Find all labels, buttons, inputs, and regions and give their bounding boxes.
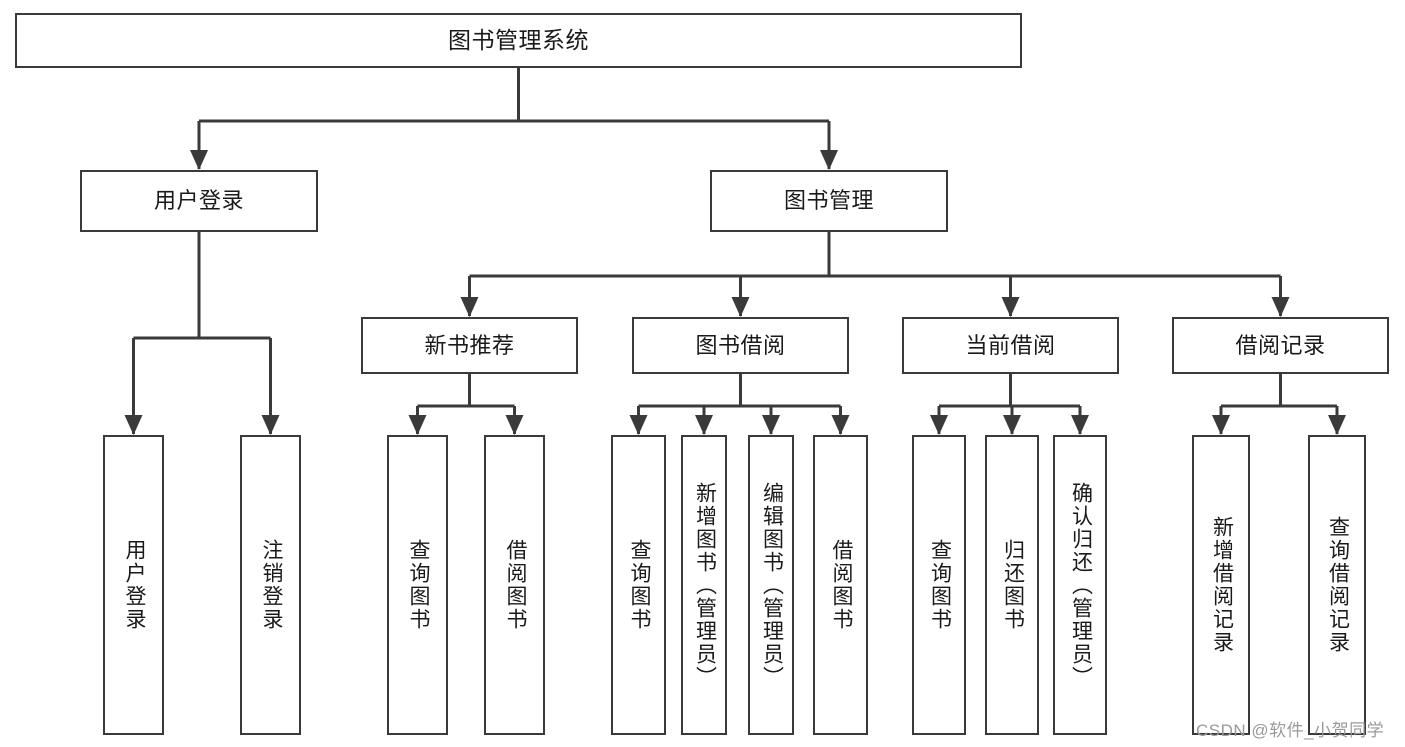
node-label: 新书推荐 [424,332,515,358]
node-leaf-query-record[interactable]: 查询借阅记录 [1308,435,1366,735]
node-new-book-rec[interactable]: 新书推荐 [361,317,578,374]
node-root[interactable]: 图书管理系统 [15,13,1022,68]
node-leaf-add-record[interactable]: 新增借阅记录 [1192,435,1250,735]
node-label: 归还图书 [1001,539,1025,631]
node-label: 查询图书 [627,539,651,631]
node-label: 图书借阅 [695,332,786,358]
node-leaf-return-book[interactable]: 归还图书 [985,435,1039,735]
node-leaf-add-book[interactable]: 新增图书（管理员） [681,435,727,735]
node-label: 查询借阅记录 [1326,516,1350,654]
node-label: 用户登录 [122,539,146,631]
node-label: 新增图书（管理员） [693,481,717,689]
node-leaf-confirm-return[interactable]: 确认归还（管理员） [1053,435,1107,735]
node-label: 编辑图书（管理员） [760,481,784,689]
node-label: 借阅图书 [829,539,853,631]
node-leaf-borrow-book-1[interactable]: 借阅图书 [484,435,545,735]
node-label: 注销登录 [259,539,283,631]
node-label: 图书管理系统 [448,27,589,54]
node-leaf-user-login[interactable]: 用户登录 [103,435,164,735]
node-leaf-query-book-2[interactable]: 查询图书 [611,435,666,735]
node-label: 借阅图书 [503,539,527,631]
node-label: 当前借阅 [965,332,1056,358]
node-leaf-query-book-3[interactable]: 查询图书 [912,435,966,735]
node-book-manage[interactable]: 图书管理 [710,170,948,232]
node-current-borrow[interactable]: 当前借阅 [902,317,1119,374]
node-leaf-user-logout[interactable]: 注销登录 [240,435,301,735]
node-label: 用户登录 [153,188,244,214]
node-borrow-record[interactable]: 借阅记录 [1172,317,1389,374]
node-label: 新增借阅记录 [1210,516,1234,654]
node-label: 查询图书 [928,539,952,631]
node-label: 确认归还（管理员） [1069,481,1093,689]
node-label: 查询图书 [406,539,430,631]
node-leaf-edit-book[interactable]: 编辑图书（管理员） [748,435,794,735]
node-leaf-query-book-1[interactable]: 查询图书 [387,435,448,735]
node-user-login[interactable]: 用户登录 [80,170,318,232]
node-label: 图书管理 [783,188,874,214]
node-label: 借阅记录 [1235,332,1326,358]
watermark: CSDN @软件_小贺同学 [1196,721,1385,740]
node-book-borrow[interactable]: 图书借阅 [632,317,849,374]
node-leaf-borrow-book-2[interactable]: 借阅图书 [813,435,868,735]
